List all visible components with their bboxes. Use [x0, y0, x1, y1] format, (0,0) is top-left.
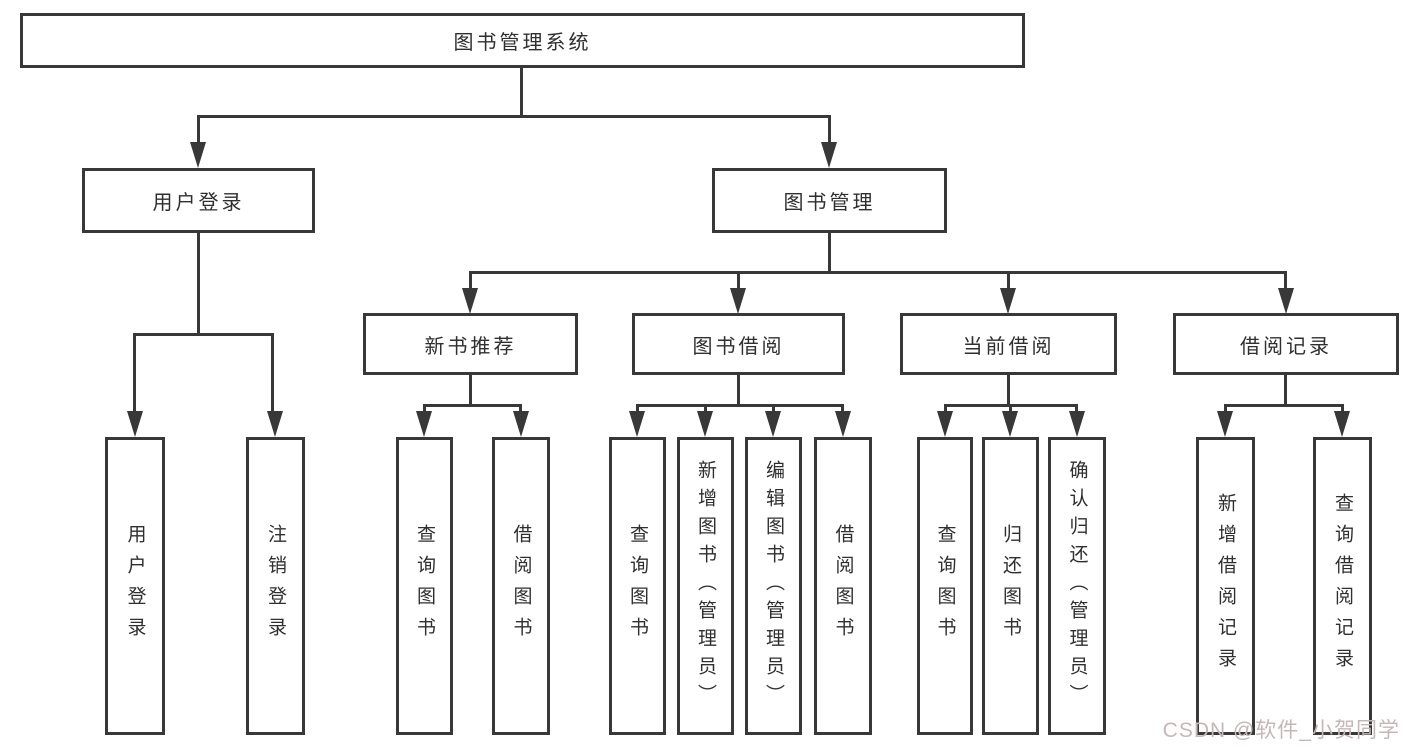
- node-user-login-label: 用户登录: [152, 192, 245, 214]
- arrow-down-icon: [127, 411, 143, 437]
- connector-cb-drop3: [1075, 404, 1078, 416]
- connector-drop-login-leaf: [133, 333, 136, 415]
- connector-drop-book-mgmt: [828, 115, 831, 146]
- node-new-book-recommend-label: 新书推荐: [424, 335, 517, 358]
- node-current-borrow-label: 当前借阅: [962, 335, 1055, 358]
- leaf-logout-action-label: 注销登录: [265, 524, 286, 648]
- connector-br-rail: [1224, 404, 1344, 407]
- leaf-bb-borrow-books: 借阅图书: [814, 437, 872, 735]
- connector-bb-drop2: [704, 404, 707, 416]
- connector-drop-new-book-rec: [469, 271, 472, 292]
- connector-br-drop2: [1341, 404, 1344, 416]
- connector-user-login-rail: [133, 333, 274, 336]
- arrow-down-icon: [730, 288, 746, 314]
- arrow-down-icon: [937, 411, 953, 437]
- arrow-down-icon: [765, 411, 781, 437]
- arrow-down-icon: [835, 411, 851, 437]
- leaf-cb-return-books: 归还图书: [982, 437, 1039, 735]
- node-book-management: 图书管理: [712, 168, 947, 233]
- connector-root-stem: [520, 68, 523, 118]
- connector-l2-rail: [469, 271, 1287, 274]
- connector-nbr-drop1: [423, 404, 426, 416]
- connector-cb-stem: [1007, 375, 1010, 407]
- connector-bb-drop3: [772, 404, 775, 416]
- arrow-down-icon: [513, 411, 529, 437]
- connector-bb-drop4: [841, 404, 844, 416]
- leaf-nbr-borrow-books-label: 借阅图书: [510, 524, 532, 648]
- connector-cb-drop2: [1009, 404, 1012, 416]
- arrow-down-icon: [1334, 411, 1350, 437]
- connector-nbr-rail: [423, 404, 522, 407]
- arrow-down-icon: [462, 288, 478, 314]
- connector-nbr-stem: [469, 375, 472, 407]
- connector-drop-book-borrow: [737, 271, 740, 292]
- node-root: 图书管理系统: [20, 13, 1025, 68]
- leaf-br-query-record: 查询借阅记录: [1313, 437, 1372, 735]
- connector-book-mgmt-stem: [828, 233, 831, 274]
- leaf-nbr-borrow-books: 借阅图书: [492, 437, 550, 735]
- leaf-bb-query-books-label: 查询图书: [627, 524, 648, 648]
- leaf-nbr-query-books: 查询图书: [396, 437, 453, 735]
- node-user-login: 用户登录: [82, 168, 315, 233]
- leaf-bb-add-books-label: 新增图书（管理员）: [695, 460, 716, 712]
- arrow-down-icon: [1069, 411, 1085, 437]
- node-current-borrow: 当前借阅: [900, 313, 1117, 375]
- connector-bb-rail: [636, 404, 844, 407]
- node-book-borrow-label: 图书借阅: [692, 335, 785, 358]
- arrow-down-icon: [629, 411, 645, 437]
- connector-drop-user-login: [197, 115, 200, 146]
- connector-cb-drop1: [944, 404, 947, 416]
- arrow-down-icon: [190, 142, 206, 168]
- connector-bb-drop1: [636, 404, 639, 416]
- arrow-down-icon: [1278, 288, 1294, 314]
- leaf-user-login-action-label: 用户登录: [124, 524, 146, 648]
- node-new-book-recommend: 新书推荐: [363, 313, 578, 375]
- arrow-down-icon: [1217, 411, 1233, 437]
- connector-bb-stem: [737, 375, 740, 407]
- arrow-down-icon: [821, 142, 837, 168]
- leaf-bb-edit-books: 编辑图书（管理员）: [745, 437, 802, 735]
- connector-drop-current-borrow: [1007, 271, 1010, 292]
- leaf-cb-query-books: 查询图书: [917, 437, 973, 735]
- connector-br-stem: [1284, 375, 1287, 407]
- leaf-user-login-action: 用户登录: [105, 437, 165, 735]
- arrow-down-icon: [697, 411, 713, 437]
- leaf-bb-query-books: 查询图书: [609, 437, 666, 735]
- leaf-br-query-record-label: 查询借阅记录: [1332, 493, 1353, 679]
- node-root-label: 图书管理系统: [453, 32, 592, 54]
- leaf-cb-return-books-label: 归还图书: [1000, 524, 1021, 648]
- arrow-down-icon: [267, 411, 283, 437]
- connector-nbr-drop2: [519, 404, 522, 416]
- leaf-cb-confirm-return-label: 确认归还（管理员）: [1066, 460, 1088, 712]
- leaf-bb-add-books: 新增图书（管理员）: [677, 437, 734, 735]
- leaf-br-add-record: 新增借阅记录: [1196, 437, 1255, 735]
- connector-user-login-stem: [197, 233, 200, 336]
- connector-drop-logout-leaf: [271, 333, 274, 415]
- arrow-down-icon: [416, 411, 432, 437]
- node-borrow-records-label: 借阅记录: [1240, 335, 1332, 358]
- leaf-cb-confirm-return: 确认归还（管理员）: [1048, 437, 1106, 735]
- leaf-nbr-query-books-label: 查询图书: [414, 524, 435, 648]
- arrow-down-icon: [1002, 411, 1018, 437]
- leaf-bb-borrow-books-label: 借阅图书: [832, 524, 854, 648]
- node-borrow-records: 借阅记录: [1173, 313, 1399, 375]
- connector-l1-rail: [197, 115, 831, 118]
- leaf-br-add-record-label: 新增借阅记录: [1215, 493, 1236, 679]
- node-book-borrow: 图书借阅: [632, 313, 845, 375]
- leaf-cb-query-books-label: 查询图书: [934, 524, 956, 648]
- csdn-watermark: CSDN @软件_小贺同学: [1162, 719, 1400, 742]
- node-book-management-label: 图书管理: [783, 192, 876, 214]
- leaf-logout-action: 注销登录: [246, 437, 305, 735]
- connector-br-drop1: [1224, 404, 1227, 416]
- connector-drop-borrow-records: [1284, 271, 1287, 292]
- arrow-down-icon: [1000, 288, 1016, 314]
- leaf-bb-edit-books-label: 编辑图书（管理员）: [763, 460, 784, 712]
